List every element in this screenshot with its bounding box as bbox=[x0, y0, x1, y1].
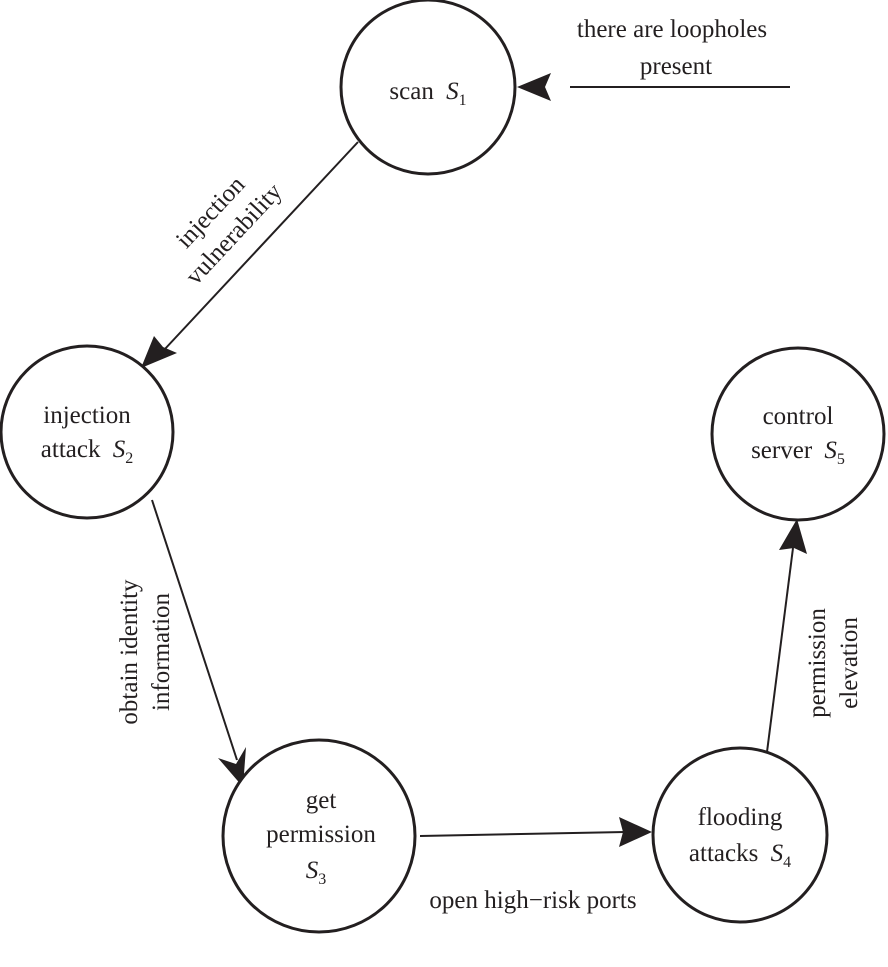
arrowhead bbox=[218, 747, 246, 787]
edge-s3-s4-label: open high−risk ports bbox=[429, 887, 636, 914]
node-s4-subscript: 4 bbox=[783, 854, 791, 871]
edge-entry-label-line2: present bbox=[640, 53, 712, 80]
node-s2-line2: attack bbox=[41, 436, 101, 463]
svg-text:scan S1: scan S1 bbox=[389, 78, 466, 109]
node-s5-control-server: control server S5 bbox=[710, 346, 886, 522]
node-s5-subscript: 5 bbox=[837, 451, 845, 468]
edge-entry bbox=[517, 73, 790, 101]
node-s2-line1: injection bbox=[43, 402, 131, 429]
svg-text:S3: S3 bbox=[306, 857, 327, 888]
node-s5-symbol: S bbox=[824, 437, 837, 464]
node-s2-subscript: 2 bbox=[125, 450, 133, 467]
node-s1-label: scan bbox=[389, 78, 434, 105]
node-s4-flooding-attacks: flooding attacks S4 bbox=[651, 746, 829, 924]
edge-entry-label: there are loopholes present bbox=[577, 16, 767, 80]
arrowhead bbox=[517, 73, 551, 101]
edge-s1-s2 bbox=[141, 141, 359, 368]
node-s3-subscript: 3 bbox=[318, 871, 326, 888]
arrowhead bbox=[141, 336, 177, 368]
svg-text:attack S2: attack S2 bbox=[41, 436, 133, 467]
node-s2-symbol: S bbox=[113, 436, 126, 463]
node-s5-line2: server bbox=[751, 437, 813, 464]
node-s5-line1: control bbox=[763, 403, 834, 430]
edge-s4-s5-label: permission elevation bbox=[804, 608, 863, 718]
arrowhead bbox=[619, 817, 652, 847]
node-s1-scan: scan S1 bbox=[339, 0, 517, 176]
node-s1-symbol: S bbox=[446, 78, 459, 105]
node-s1-subscript: 1 bbox=[459, 92, 467, 109]
edge-s4-s5 bbox=[766, 519, 807, 753]
edge-s4-s5-label-line2: elevation bbox=[836, 617, 863, 709]
edge-entry-label-line1: there are loopholes bbox=[577, 16, 767, 43]
node-s3-symbol: S bbox=[306, 857, 319, 884]
node-s3-line1: get bbox=[306, 787, 337, 814]
node-s4-line1: flooding bbox=[698, 804, 783, 831]
node-s3-line2: permission bbox=[266, 821, 376, 848]
edge-s2-s3-label-line2: information bbox=[148, 592, 175, 711]
edge-s3-s4 bbox=[419, 817, 652, 847]
node-s2-injection-attack: injection attack S2 bbox=[0, 344, 175, 520]
node-s4-symbol: S bbox=[771, 840, 784, 867]
edge-s1-s2-label: injection vulnerability bbox=[171, 171, 288, 290]
node-s3-get-permission: get permission S3 bbox=[221, 738, 417, 934]
edge-s4-s5-label-line1: permission bbox=[804, 608, 831, 718]
edge-s2-s3 bbox=[151, 499, 246, 787]
arrowhead bbox=[779, 519, 807, 554]
edge-s2-s3-label: obtain identity information bbox=[116, 579, 175, 725]
svg-text:server S5: server S5 bbox=[751, 437, 845, 468]
svg-text:attacks S4: attacks S4 bbox=[689, 840, 791, 871]
node-s4-line2: attacks bbox=[689, 840, 758, 867]
edge-s2-s3-label-line1: obtain identity bbox=[116, 579, 143, 725]
